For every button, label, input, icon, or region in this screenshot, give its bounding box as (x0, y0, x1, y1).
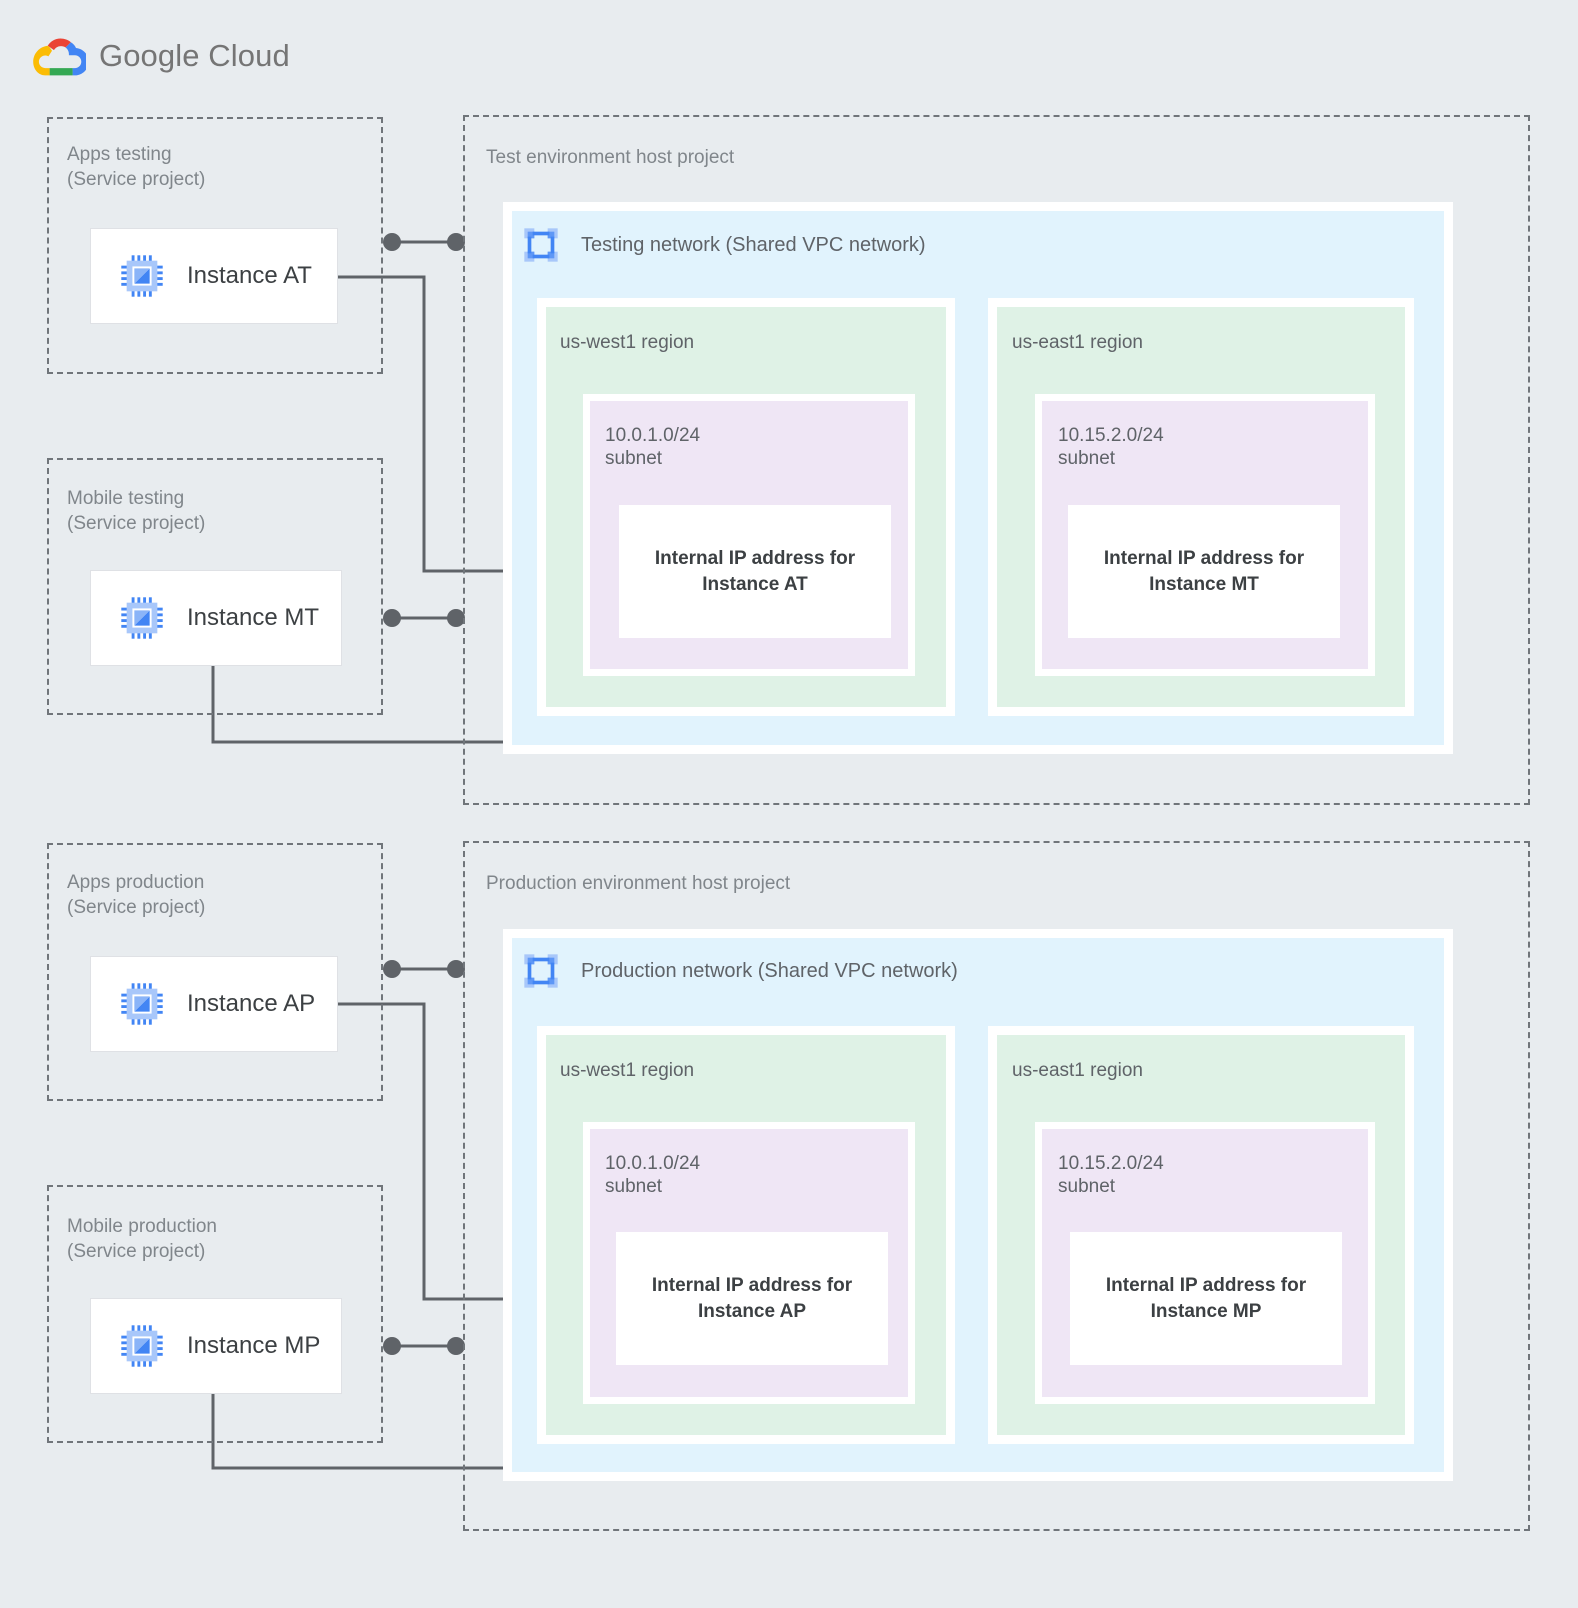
service-project-apps-production-label: Apps production (Service project) (67, 872, 206, 918)
vpc-network-icon (524, 954, 558, 988)
ip-card-instance-mp: Internal IP address for Instance MP (1070, 1232, 1342, 1365)
instance-card-mp[interactable]: Instance MP (90, 1298, 342, 1394)
service-project-apps-testing (47, 117, 383, 374)
service-project-mobile-production (47, 1185, 383, 1443)
host-project-test-env (463, 115, 1530, 805)
service-project-mobile-testing-label: Mobile testing (Service project) (67, 488, 206, 534)
ip-card-text-ap: Internal IP address for Instance AP (651, 1274, 853, 1322)
subnet-label-production-us-east1: 10.15.2.0/24 subnet (1058, 1153, 1164, 1197)
region-label-testing-us-west1: us-west1 region (560, 332, 695, 353)
vpc-network-production-header: Production network (Shared VPC network) (521, 951, 958, 991)
subnet-label-testing-us-east1: 10.15.2.0/24 subnet (1058, 425, 1164, 469)
ip-card-text-mp: Internal IP address for Instance MP (1105, 1274, 1307, 1322)
instance-label-at: Instance AT (187, 262, 312, 289)
region-label-testing-us-east1: us-east1 region (1012, 332, 1143, 353)
brand-name-light: Cloud (199, 38, 290, 73)
vm-instance-icon (121, 1325, 163, 1367)
host-project-test-env-label: Test environment host project (486, 147, 735, 168)
connector-mt-stub (383, 609, 465, 627)
instance-card-ap[interactable]: Instance AP (90, 956, 338, 1052)
vm-instance-icon (121, 983, 163, 1025)
connector-mp-stub (383, 1337, 465, 1355)
vpc-network-icon (524, 228, 558, 262)
ip-card-text-at: Internal IP address for Instance AT (654, 547, 856, 595)
subnet-label-production-us-west1: 10.0.1.0/24 subnet (605, 1153, 701, 1197)
connector-at-stub (383, 233, 465, 251)
ip-card-text-mt: Internal IP address for Instance MT (1103, 547, 1305, 595)
vm-instance-icon (121, 255, 163, 297)
instance-label-ap: Instance AP (187, 990, 316, 1017)
service-project-mobile-testing (47, 458, 383, 715)
host-project-prod-env (463, 841, 1530, 1531)
region-label-production-us-west1: us-west1 region (560, 1060, 695, 1081)
vpc-network-testing-title: Testing network (Shared VPC network) (581, 233, 926, 256)
ip-card-instance-mt: Internal IP address for Instance MT (1068, 505, 1340, 638)
brand-name-bold: Google (99, 38, 200, 73)
ip-card-instance-at: Internal IP address for Instance AT (619, 505, 891, 638)
instance-card-at[interactable]: Instance AT (90, 228, 338, 324)
subnet-label-testing-us-west1: 10.0.1.0/24 subnet (605, 425, 701, 469)
google-cloud-logo: Google Cloud (30, 33, 290, 79)
vpc-network-production-title: Production network (Shared VPC network) (581, 959, 958, 982)
brand-text: Google Cloud (99, 38, 290, 74)
google-cloud-logo-icon (33, 38, 86, 76)
region-label-production-us-east1: us-east1 region (1012, 1060, 1143, 1081)
ip-card-instance-ap: Internal IP address for Instance AP (616, 1232, 888, 1365)
service-project-mobile-production-label: Mobile production (Service project) (67, 1216, 217, 1262)
vm-instance-icon (121, 597, 163, 639)
host-project-prod-env-label: Production environment host project (486, 873, 791, 894)
vpc-network-testing-header: Testing network (Shared VPC network) (521, 225, 926, 265)
instance-label-mt: Instance MT (187, 604, 320, 631)
service-project-apps-testing-label: Apps testing (Service project) (67, 144, 206, 190)
connector-ap-stub (383, 960, 465, 978)
instance-card-mt[interactable]: Instance MT (90, 570, 342, 666)
instance-label-mp: Instance MP (187, 1332, 321, 1359)
service-project-apps-production (47, 843, 383, 1101)
